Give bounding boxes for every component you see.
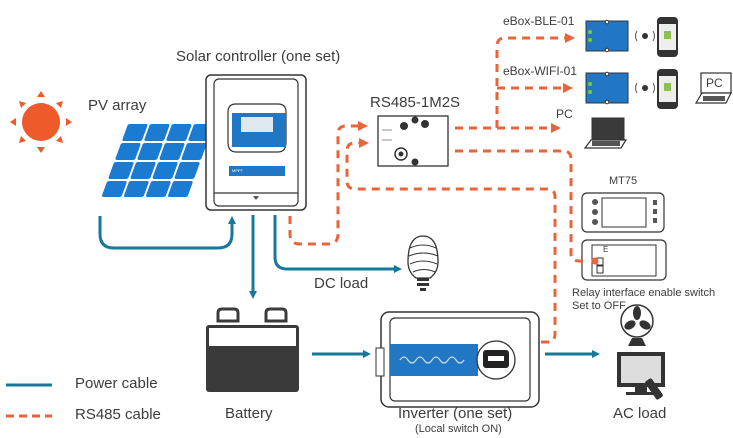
ac-load-fan-icon bbox=[620, 304, 654, 346]
inverter-icon bbox=[375, 311, 540, 408]
ac-load-label: AC load bbox=[613, 405, 667, 422]
solar-controller-icon: MPPT bbox=[205, 74, 307, 211]
rs485-cable-inverter-to-hub bbox=[345, 138, 557, 344]
pc-laptop-icon-right bbox=[694, 72, 732, 104]
pc-box-label: PC bbox=[706, 76, 723, 90]
rs485-cables bbox=[288, 33, 587, 344]
battery-icon bbox=[206, 307, 299, 392]
sun-icon bbox=[10, 91, 72, 153]
power-cable-pv-to-controller bbox=[98, 216, 236, 250]
rs485-cable-controller-to-hub bbox=[288, 121, 368, 246]
rs485-cable-to-ebox-ble bbox=[495, 33, 575, 128]
power-cables bbox=[98, 215, 600, 358]
pc-laptop-icon bbox=[583, 117, 628, 149]
pv-panel-icon bbox=[102, 124, 214, 197]
dc-load-bulb-icon bbox=[407, 235, 439, 291]
legend-rs485-label: RS485 cable bbox=[75, 406, 161, 423]
legend-power-label: Power cable bbox=[75, 375, 158, 392]
ebox-wifi-label: eBox-WIFI-01 bbox=[503, 64, 578, 78]
rs485-hub-icon bbox=[377, 115, 449, 167]
mt75-label: MT75 bbox=[609, 175, 638, 187]
pc-label: PC bbox=[556, 107, 573, 121]
ebox-ble-device-icon bbox=[585, 17, 678, 57]
relay-note-line2: Set to OFF bbox=[572, 300, 626, 312]
controller-panel-label: MPPT bbox=[232, 168, 244, 173]
relay-note-line1: Relay interface enable switch bbox=[572, 287, 716, 299]
ebox-wifi-device-icon bbox=[585, 69, 678, 109]
pv-array-label: PV array bbox=[88, 97, 147, 114]
inverter-label: Inverter (one set) bbox=[398, 405, 513, 422]
ebox-ble-label: eBox-BLE-01 bbox=[503, 14, 575, 28]
mt75-display-icon bbox=[581, 192, 667, 281]
rs485-cable-hub-to-mt75 bbox=[455, 149, 587, 263]
inverter-note: (Local switch ON) bbox=[415, 423, 502, 435]
battery-label: Battery bbox=[225, 405, 273, 422]
rs485-hub-label: RS485-1M2S bbox=[370, 94, 461, 111]
power-cable-controller-to-dc-load bbox=[273, 215, 402, 273]
dc-load-label: DC load bbox=[314, 275, 369, 292]
ac-load-tv-icon bbox=[617, 352, 665, 400]
solar-controller-label: Solar controller (one set) bbox=[176, 48, 341, 65]
mt75-switch-mark: E bbox=[603, 245, 609, 254]
